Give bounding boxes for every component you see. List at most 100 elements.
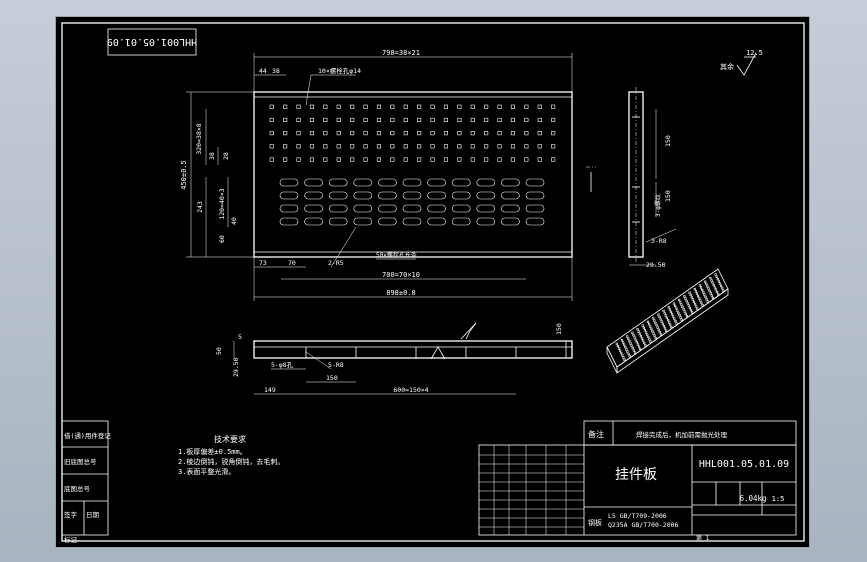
dim-28: 28 <box>222 152 230 160</box>
round-hole <box>551 131 556 136</box>
slot-callout: 2-R5 <box>328 259 344 267</box>
iso-hole <box>621 354 624 357</box>
side-view: 150 150 3-φ螺纹 3-R8 29.50 <box>628 87 677 269</box>
round-hole <box>470 104 475 109</box>
iso-hole <box>629 342 632 345</box>
iso-hole <box>631 331 634 334</box>
iso-hole <box>691 298 694 301</box>
iso-hole <box>633 336 636 339</box>
iso-hole <box>616 344 619 348</box>
iso-hole <box>696 307 699 310</box>
slot-hole <box>304 204 323 213</box>
round-hole <box>403 144 408 149</box>
iso-hole <box>690 296 693 299</box>
iso-hole <box>642 326 645 329</box>
round-hole <box>537 157 542 162</box>
round-hole <box>283 157 288 162</box>
round-hole <box>296 131 301 136</box>
iso-hole <box>637 345 641 348</box>
slot-hole <box>476 204 496 213</box>
round-hole <box>323 144 328 149</box>
round-hole <box>363 117 368 122</box>
iso-hole <box>715 290 719 294</box>
iso-hole <box>652 317 655 320</box>
slot-hole <box>402 191 422 200</box>
slot-hole <box>525 204 545 213</box>
round-hole <box>484 131 489 136</box>
round-hole <box>269 104 274 109</box>
slot-hole <box>353 204 373 213</box>
round-hole <box>457 131 462 136</box>
round-hole <box>350 117 355 122</box>
iso-hole <box>676 309 679 312</box>
round-hole <box>363 104 368 109</box>
iso-hole <box>692 300 696 304</box>
material-2: Q235A GB/T700-2006 <box>608 521 679 529</box>
iso-hole <box>690 311 694 314</box>
stamp-3: 底图总号 <box>64 484 91 493</box>
slot-hole <box>451 217 471 226</box>
iso-hole <box>693 303 697 306</box>
round-hole <box>296 104 301 109</box>
slot-hole <box>304 178 323 187</box>
iso-hole <box>649 325 652 328</box>
round-hole <box>323 131 328 136</box>
iso-hole <box>664 329 668 332</box>
iso-hole <box>631 346 634 350</box>
iso-hole <box>651 329 654 333</box>
round-hole-grid <box>269 104 556 162</box>
slot-hole <box>525 178 545 187</box>
iso-hole <box>662 309 665 313</box>
round-hole <box>484 157 489 162</box>
round-hole <box>484 117 489 122</box>
dim-40: 40 <box>230 217 238 225</box>
iso-hole <box>687 304 690 307</box>
round-hole <box>390 131 395 136</box>
round-hole <box>443 117 449 122</box>
iso-hole <box>705 298 708 301</box>
slot-hole <box>279 178 299 187</box>
front-plate-outline <box>253 91 573 258</box>
iso-hole <box>672 302 676 305</box>
bot-radius: 5-R8 <box>328 361 344 369</box>
round-hole <box>417 157 422 162</box>
slot-hole <box>427 217 446 226</box>
round-hole <box>457 104 462 109</box>
material-label: 钢板 <box>588 518 602 527</box>
iso-hole <box>628 339 631 343</box>
drawing-canvas[interactable]: HHL001.05.01.09 12.5 其余 <box>56 17 811 549</box>
bot-dim-5: 5 <box>238 333 242 341</box>
iso-hole <box>701 288 704 292</box>
iso-hole <box>683 295 686 298</box>
iso-hole <box>714 288 717 291</box>
iso-hole <box>708 289 711 293</box>
iso-hole <box>709 292 712 295</box>
dim-overall-width: 898±0.8 <box>386 289 416 297</box>
round-hole <box>417 117 422 122</box>
dim-overall-height: 450±0.5 <box>180 160 188 190</box>
iso-hole <box>696 294 700 298</box>
slot-hole <box>476 178 496 187</box>
round-hole <box>296 144 301 149</box>
iso-hole <box>712 283 715 287</box>
side-dim-2950: 29.50 <box>646 261 666 269</box>
round-hole <box>537 117 542 122</box>
side-radius: 3-R8 <box>651 237 667 245</box>
iso-hole <box>643 329 647 332</box>
round-hole <box>417 104 422 109</box>
round-hole <box>283 104 288 109</box>
iso-hole <box>648 338 651 341</box>
iso-hole <box>659 333 662 336</box>
iso-hole <box>639 334 642 338</box>
slot-hole <box>427 178 446 187</box>
round-hole <box>403 131 408 136</box>
iso-hole <box>717 280 720 283</box>
iso-hole <box>646 333 649 336</box>
bottom-left-label: 标记 <box>64 535 78 544</box>
iso-hole <box>638 347 642 351</box>
stamp-1: 借(通)用件登记 <box>64 431 111 440</box>
round-hole <box>457 144 462 149</box>
iso-hole <box>721 287 724 290</box>
iso-hole <box>665 316 668 319</box>
iso-hole <box>701 304 704 307</box>
